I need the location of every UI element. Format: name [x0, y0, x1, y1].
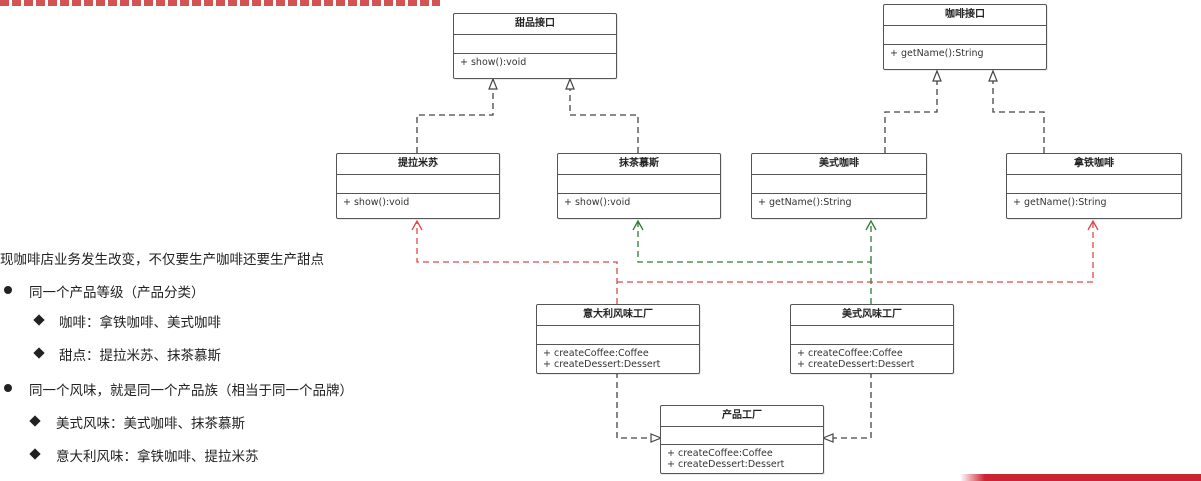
italian-factory-box: 意大利风味工厂 + createCoffee:Coffee + createDe… — [536, 304, 700, 374]
american-coffee-methods: + getName():String — [752, 194, 926, 211]
bullet-dot-icon — [4, 286, 12, 294]
tiramisu-method: + show():void — [343, 197, 410, 208]
tiramisu-methods: + show():void — [337, 194, 499, 211]
matcha-mousse-title: 抹茶慕斯 — [558, 154, 720, 175]
tiramisu-box: 提拉米苏 + show():void — [336, 153, 500, 219]
connector-latte-to-coffee-interface — [992, 74, 1045, 153]
matcha-mousse-attributes — [558, 175, 720, 194]
arrowhead-matcha-to-dessert-interface — [565, 77, 575, 90]
connector-american-factory-to-matcha — [637, 222, 872, 304]
explanation-level-coffee: 咖啡：拿铁咖啡、美式咖啡 — [59, 315, 221, 331]
matcha-mousse-methods: + show():void — [558, 194, 720, 211]
italian-factory-attributes — [537, 326, 699, 345]
american-coffee-title: 美式咖啡 — [752, 154, 926, 175]
latte-title: 拿铁咖啡 — [1007, 154, 1181, 175]
connector-american-factory-to-product-factory — [826, 372, 872, 439]
american-factory-method-dessert: + createDessert:Dessert — [797, 359, 915, 370]
american-factory-methods: + createCoffee:Coffee + createDessert:De… — [791, 345, 953, 373]
matcha-mousse-box: 抹茶慕斯 + show():void — [557, 153, 721, 219]
american-factory-attributes — [791, 326, 953, 345]
product-factory-method-dessert: + createDessert:Dessert — [667, 459, 785, 470]
coffee-interface-methods: + getName():String — [884, 45, 1046, 62]
product-factory-box: 产品工厂 + createCoffee:Coffee + createDesse… — [660, 405, 824, 474]
connector-italian-factory-to-latte — [617, 222, 1094, 283]
arrowhead-italian-factory-to-product-factory — [650, 433, 663, 443]
coffee-interface-method: + getName():String — [890, 48, 984, 59]
latte-method: + getName():String — [1013, 197, 1107, 208]
arrowhead-latte-to-coffee-interface — [988, 69, 998, 82]
explanation-family-american: 美式风味：美式咖啡、抹茶慕斯 — [56, 416, 245, 432]
italian-factory-title: 意大利风味工厂 — [537, 305, 699, 326]
arrowhead-american-coffee-to-coffee-interface — [932, 69, 942, 82]
arrowhead-american-factory-to-american-coffee — [865, 219, 877, 231]
connector-matcha-to-dessert-interface — [569, 82, 639, 153]
product-factory-attributes — [661, 427, 823, 445]
explanation-family-heading: 同一个风味，就是同一个产品族（相当于同一个品牌） — [29, 383, 353, 399]
arrowhead-american-factory-to-matcha — [632, 219, 644, 231]
coffee-interface-title: 咖啡接口 — [884, 5, 1046, 26]
italian-factory-method-coffee: + createCoffee:Coffee — [543, 348, 649, 359]
matcha-mousse-method: + show():void — [564, 197, 631, 208]
top-banner-strip — [0, 0, 440, 6]
explanation-level-dessert: 甜点：提拉米苏、抹茶慕斯 — [59, 348, 221, 364]
latte-methods: + getName():String — [1007, 194, 1181, 211]
italian-factory-method-dessert: + createDessert:Dessert — [543, 359, 661, 370]
american-factory-method-coffee: + createCoffee:Coffee — [797, 348, 903, 359]
coffee-interface-attributes — [884, 26, 1046, 45]
connector-american-coffee-to-coffee-interface — [884, 74, 938, 153]
product-factory-method-coffee: + createCoffee:Coffee — [667, 448, 773, 459]
dessert-interface-box: 甜品接口 + show():void — [453, 13, 617, 79]
coffee-interface-box: 咖啡接口 + getName():String — [883, 4, 1047, 70]
american-coffee-attributes — [752, 175, 926, 194]
explanation-intro: 现咖啡店业务发生改变，不仅要生产咖啡还要生产甜点 — [0, 252, 324, 268]
arrowhead-tiramisu-to-dessert-interface — [488, 77, 498, 90]
american-factory-title: 美式风味工厂 — [791, 305, 953, 326]
arrowhead-american-factory-to-product-factory — [821, 433, 834, 443]
american-coffee-box: 美式咖啡 + getName():String — [751, 153, 927, 219]
latte-attributes — [1007, 175, 1181, 194]
explanation-level-heading: 同一个产品等级（产品分类） — [29, 285, 205, 301]
italian-factory-methods: + createCoffee:Coffee + createDessert:De… — [537, 345, 699, 373]
bullet-dot-icon — [4, 384, 12, 392]
connector-tiramisu-to-dessert-interface — [416, 82, 494, 153]
product-factory-title: 产品工厂 — [661, 406, 823, 427]
dessert-interface-attributes — [454, 35, 616, 54]
american-factory-box: 美式风味工厂 + createCoffee:Coffee + createDes… — [790, 304, 954, 374]
arrowhead-italian-factory-to-tiramisu — [411, 219, 423, 231]
tiramisu-attributes — [337, 175, 499, 194]
arrowhead-italian-factory-to-latte — [1087, 219, 1099, 231]
dessert-interface-title: 甜品接口 — [454, 14, 616, 35]
dessert-interface-method: + show():void — [460, 57, 527, 68]
dessert-interface-methods: + show():void — [454, 54, 616, 71]
american-coffee-method: + getName():String — [758, 197, 852, 208]
product-factory-methods: + createCoffee:Coffee + createDessert:De… — [661, 445, 823, 473]
latte-box: 拿铁咖啡 + getName():String — [1006, 153, 1182, 219]
footer-banner-strip — [960, 474, 1201, 481]
explanation-family-italian: 意大利风味：拿铁咖啡、提拉米苏 — [56, 449, 259, 465]
connector-italian-factory-to-tiramisu — [416, 222, 618, 304]
tiramisu-title: 提拉米苏 — [337, 154, 499, 175]
connector-italian-factory-to-product-factory — [616, 372, 658, 439]
